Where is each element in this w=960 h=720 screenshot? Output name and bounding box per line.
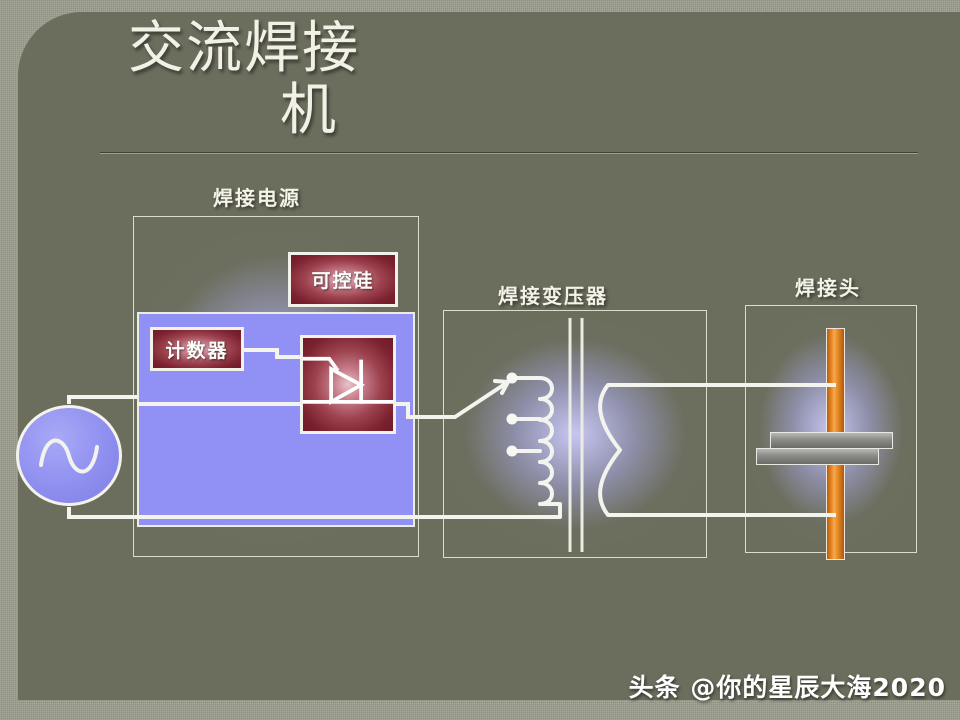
counter-label-box[interactable]: 计数器 xyxy=(150,327,244,371)
watermark: 头条 @你的星辰大海2020 xyxy=(629,668,946,704)
workpiece-plate-lower xyxy=(756,448,879,465)
thyristor-label-box[interactable]: 可控硅 xyxy=(288,252,398,307)
caption-power-source: 焊接电源 xyxy=(213,186,301,210)
ac-source-symbol xyxy=(16,405,122,506)
title-divider xyxy=(100,152,918,154)
watermark-handle: @你的星辰大海2020 xyxy=(690,673,946,702)
sine-wave-icon xyxy=(39,438,99,474)
caption-weld-head: 焊接头 xyxy=(795,276,861,300)
watermark-brand: 头条 xyxy=(628,673,681,702)
thyristor-symbol-icon xyxy=(303,356,393,406)
transformer-enclosure xyxy=(443,310,707,558)
caption-transformer: 焊接变压器 xyxy=(498,284,608,308)
transformer-glow xyxy=(444,311,706,557)
thyristor-symbol-box[interactable] xyxy=(300,335,396,434)
workpiece-plate-upper xyxy=(770,432,893,449)
